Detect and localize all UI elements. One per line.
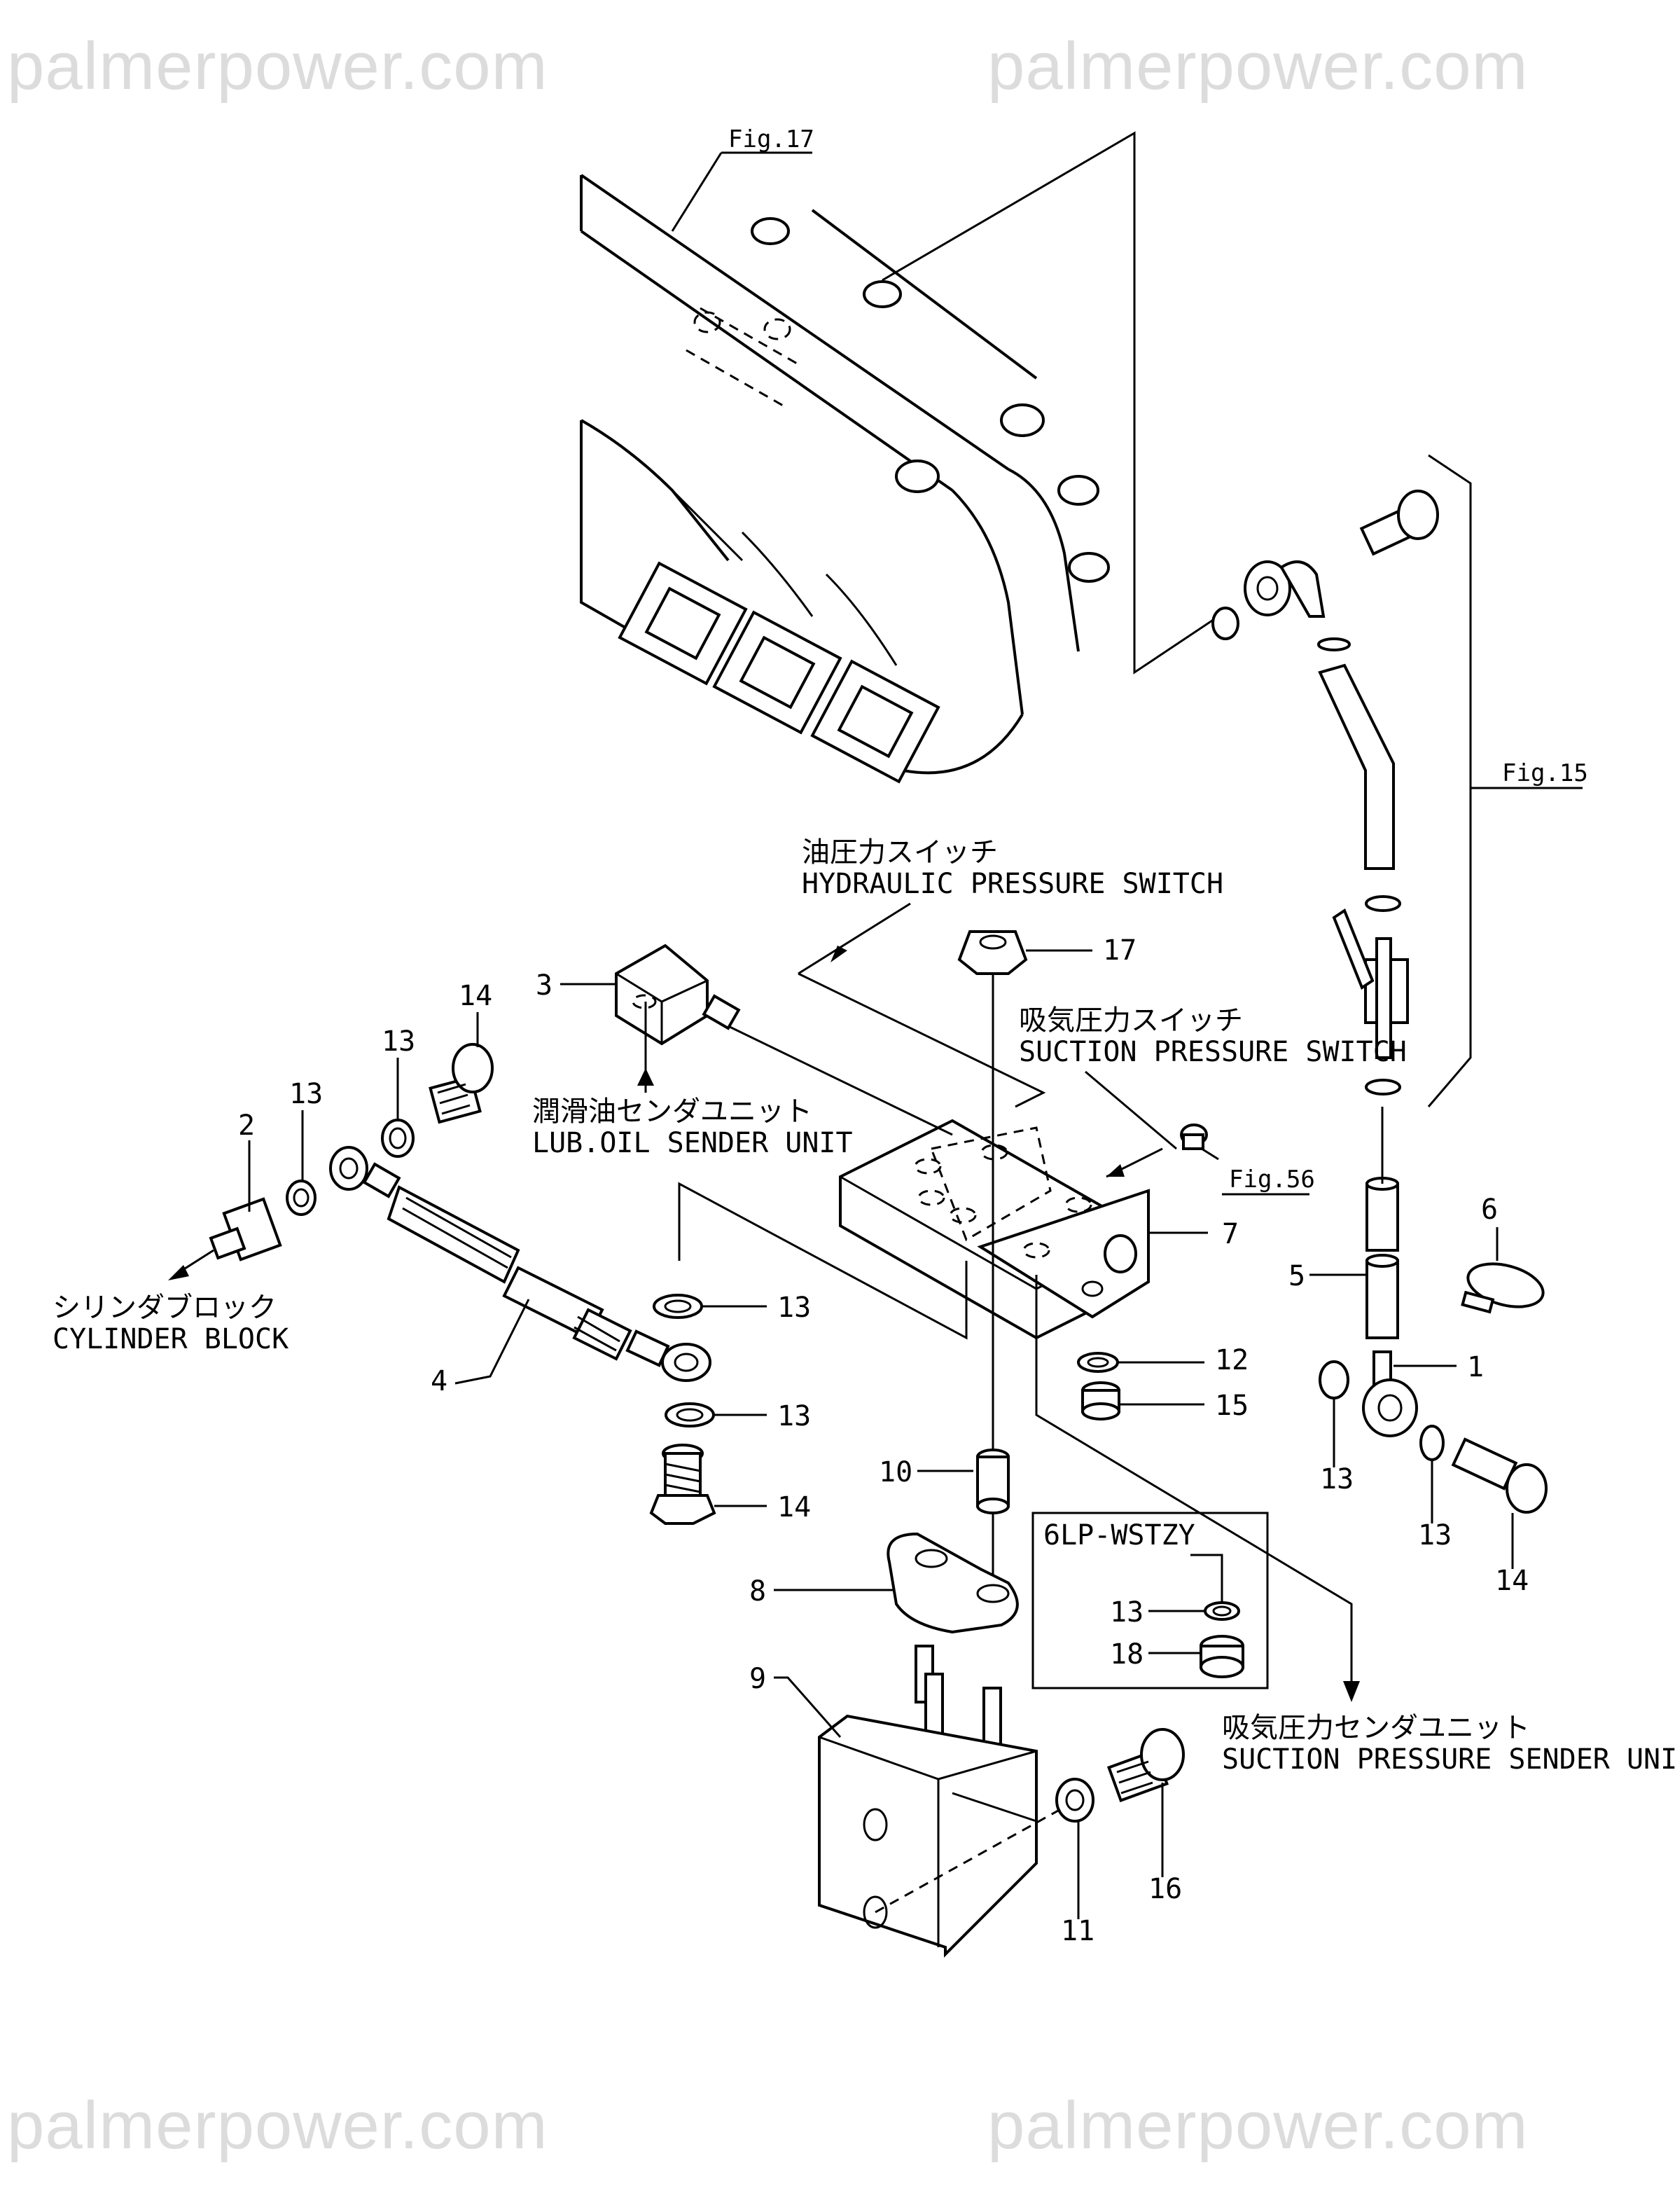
cylinder-block-label-jp: シリンダブロック bbox=[53, 1292, 277, 1324]
part-number-13c: 13 bbox=[777, 1292, 811, 1324]
part-number-4: 4 bbox=[431, 1365, 447, 1397]
fig17-ref: Fig.17 bbox=[728, 125, 814, 153]
part-number-13d: 13 bbox=[777, 1400, 811, 1432]
watermark-bottom-left: palmerpower.com bbox=[7, 2088, 548, 2163]
variant-part-18: 18 bbox=[1110, 1638, 1144, 1671]
adapter-2-icon bbox=[209, 1197, 282, 1261]
lub-oil-label-jp: 潤滑油センダユニット bbox=[532, 1095, 812, 1128]
part-number-9: 9 bbox=[749, 1663, 766, 1695]
part-number-3: 3 bbox=[536, 969, 552, 1002]
plate-8-icon bbox=[887, 1532, 1019, 1634]
part-number-5: 5 bbox=[1288, 1260, 1305, 1292]
suction-sender-label-jp: 吸気圧力センダユニット bbox=[1222, 1712, 1530, 1744]
bolt-16-icon bbox=[1106, 1728, 1185, 1803]
variant-box-title: 6LP-WSTZY bbox=[1043, 1519, 1195, 1551]
watermark-top-right: palmerpower.com bbox=[987, 29, 1529, 104]
part-number-14b: 14 bbox=[777, 1491, 811, 1523]
hydraulic-switch-label-en: HYDRAULIC PRESSURE SWITCH bbox=[802, 868, 1223, 900]
nut-17-icon bbox=[957, 930, 1028, 975]
bolt-14-icon bbox=[429, 1043, 494, 1124]
part-number-13e: 13 bbox=[1320, 1463, 1354, 1495]
fig56-ref: Fig.56 bbox=[1229, 1166, 1315, 1194]
part-number-16: 16 bbox=[1148, 1873, 1182, 1905]
bolt-14b-icon bbox=[649, 1444, 716, 1525]
intake-manifold-icon bbox=[580, 174, 1110, 784]
watermark-top-left: palmerpower.com bbox=[7, 29, 548, 104]
part-number-14c: 14 bbox=[1495, 1565, 1529, 1597]
suction-sender-label-en: SUCTION PRESSURE SENDER UNIT bbox=[1222, 1743, 1675, 1776]
hydraulic-switch-label-jp: 油圧力スイッチ bbox=[802, 836, 998, 869]
part-number-15: 15 bbox=[1215, 1390, 1249, 1422]
variant-box: 6LP-WSTZY 13 18 bbox=[1031, 1512, 1269, 1689]
suction-switch-label-en: SUCTION PRESSURE SWITCH bbox=[1019, 1036, 1407, 1068]
spacer-10-icon bbox=[976, 1449, 1010, 1514]
part-number-12: 12 bbox=[1215, 1344, 1249, 1376]
part-number-13b: 13 bbox=[289, 1078, 323, 1110]
suction-pipe-assembly-icon bbox=[1211, 490, 1548, 1514]
part-number-8: 8 bbox=[749, 1575, 766, 1608]
junction-block-icon bbox=[839, 1119, 1150, 1340]
plug-15-icon bbox=[1081, 1381, 1120, 1420]
part-number-13f: 13 bbox=[1418, 1519, 1452, 1551]
part-number-7: 7 bbox=[1222, 1218, 1239, 1250]
part-number-17: 17 bbox=[1103, 934, 1137, 967]
lub-oil-sender-icon bbox=[615, 943, 741, 1046]
part-number-1: 1 bbox=[1467, 1351, 1484, 1383]
cylinder-block-label-en: CYLINDER BLOCK bbox=[53, 1323, 289, 1355]
part-number-10: 10 bbox=[879, 1456, 912, 1488]
part-number-2: 2 bbox=[238, 1110, 255, 1142]
fig15-ref: Fig.15 bbox=[1502, 759, 1588, 787]
suction-switch-label-jp: 吸気圧力スイッチ bbox=[1019, 1004, 1243, 1037]
part-number-11: 11 bbox=[1061, 1915, 1094, 1947]
lub-oil-label-en: LUB.OIL SENDER UNIT bbox=[532, 1127, 853, 1159]
part-number-6: 6 bbox=[1481, 1194, 1498, 1226]
braided-hose-icon bbox=[329, 1146, 711, 1382]
variant-part-13: 13 bbox=[1110, 1596, 1144, 1629]
watermark-bottom-right: palmerpower.com bbox=[987, 2088, 1529, 2163]
part-number-14a: 14 bbox=[459, 980, 492, 1012]
mounting-bracket-icon bbox=[818, 1645, 1038, 1958]
part-number-13a: 13 bbox=[382, 1025, 415, 1058]
